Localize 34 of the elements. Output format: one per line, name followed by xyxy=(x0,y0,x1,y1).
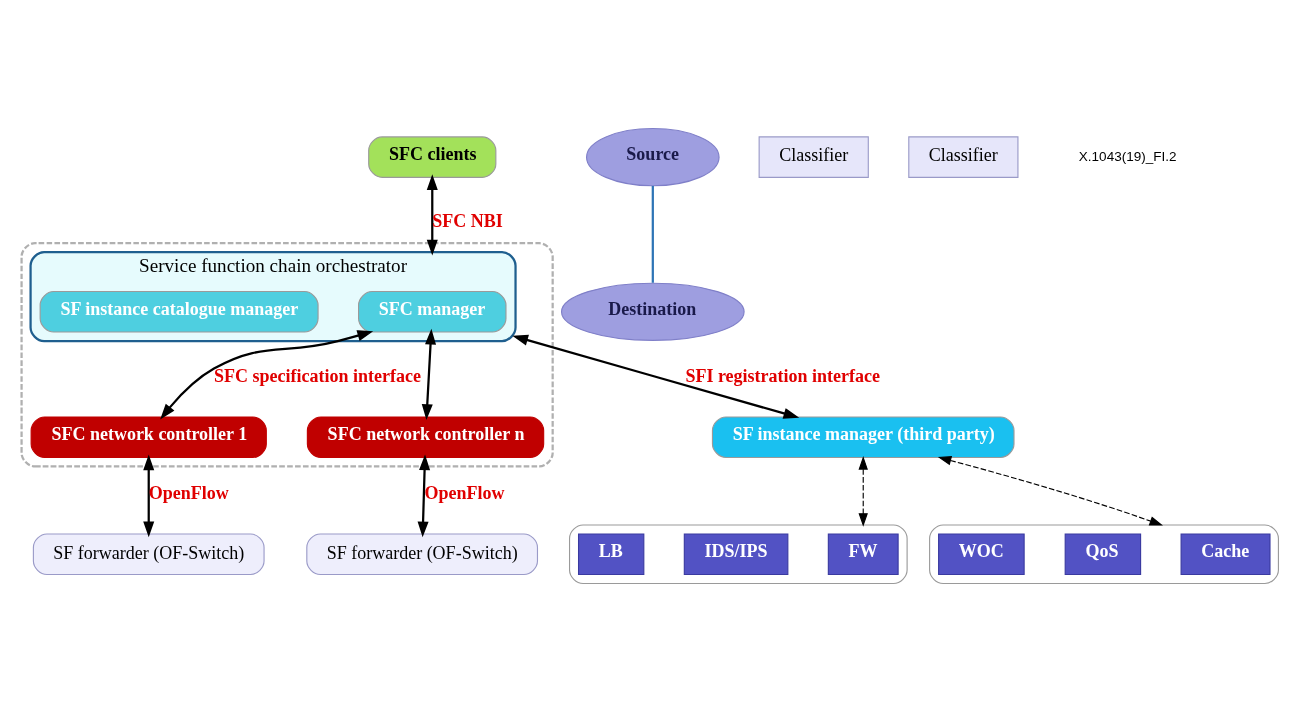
node-ellipse: Source xyxy=(586,127,720,186)
edge-label: SFC specification interface xyxy=(213,365,421,386)
arrow xyxy=(426,173,438,256)
node-box: FW xyxy=(827,532,899,575)
arrow xyxy=(937,455,1163,526)
node-box: SFC clients xyxy=(368,135,497,178)
node-box: Classifier xyxy=(758,135,869,178)
node-box: Cache xyxy=(1180,532,1271,575)
cluster xyxy=(929,523,1279,584)
arrow xyxy=(160,329,374,419)
arrow xyxy=(417,453,431,537)
node-box: LB xyxy=(578,532,645,575)
node-box: SF forwarder (OF-Switch) xyxy=(32,532,265,575)
edge-label: SFI registration interface xyxy=(685,365,881,386)
edge-label: SFC NBI xyxy=(432,210,503,231)
node-box: QoS xyxy=(1064,532,1142,575)
arrow xyxy=(512,334,800,419)
node-box: SFC network controller 1 xyxy=(30,415,267,458)
arrow xyxy=(143,453,155,537)
connector xyxy=(651,185,654,283)
node-box: Classifier xyxy=(908,135,1019,178)
node-box: SFC network controller n xyxy=(306,415,545,458)
arrow xyxy=(858,455,868,527)
node-ellipse: Destination xyxy=(560,282,745,341)
edge-label: OpenFlow xyxy=(424,482,505,503)
node-box: SF instance manager (third party) xyxy=(711,415,1015,458)
cluster xyxy=(569,523,908,584)
label: X.1043(19)_FI.2 xyxy=(1078,148,1177,164)
node-box: SFC manager xyxy=(358,290,507,333)
arrow xyxy=(421,328,437,420)
node-box: SF instance catalogue manager xyxy=(39,290,319,333)
node-box: IDS/IPS xyxy=(683,532,789,575)
node-box: SF forwarder (OF-Switch) xyxy=(306,532,539,575)
node-box: WOC xyxy=(938,532,1025,575)
